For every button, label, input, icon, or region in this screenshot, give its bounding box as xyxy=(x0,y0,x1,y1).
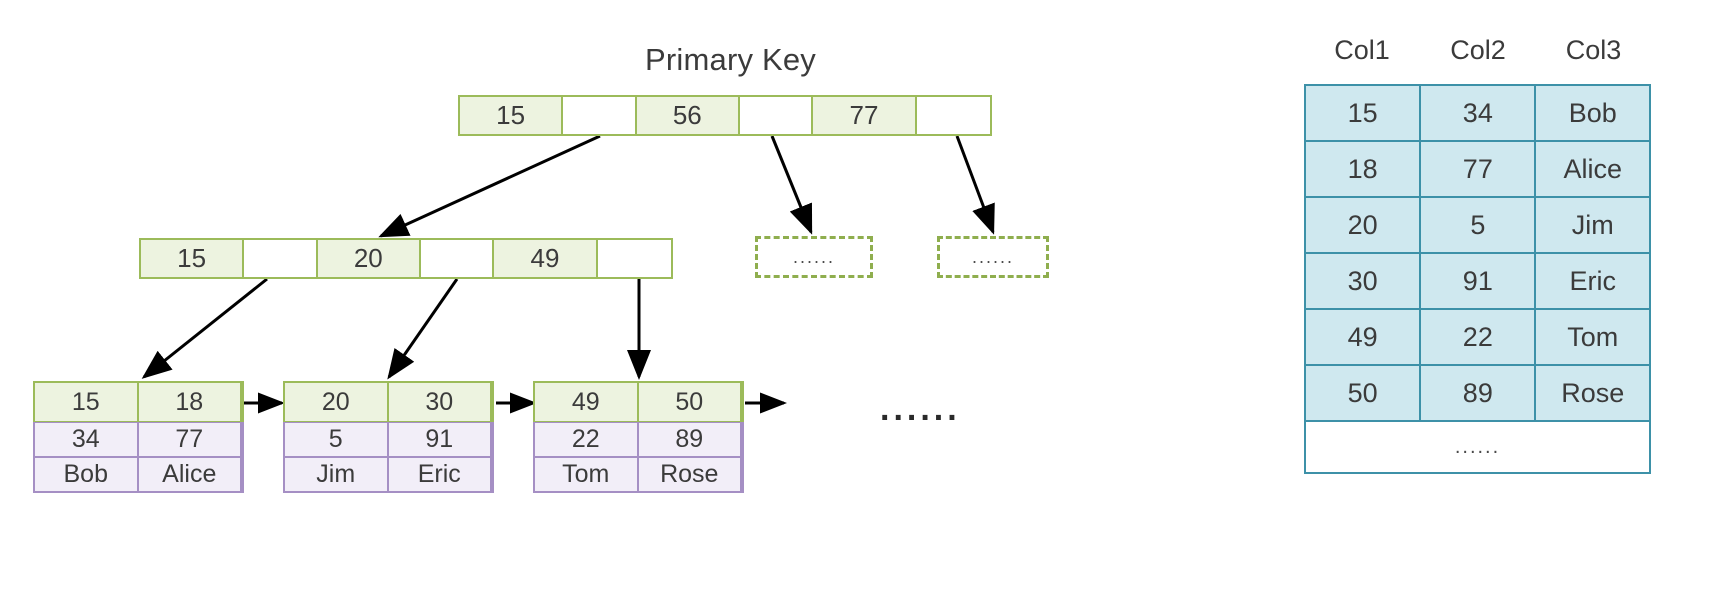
root-cell-ptr-1[interactable] xyxy=(739,97,814,134)
leaf-2-col3-0[interactable]: Jim xyxy=(285,458,389,491)
table-cell-col1[interactable]: 20 xyxy=(1303,196,1422,254)
leaf-node-2[interactable]: 20 30 5 91 Jim Eric xyxy=(283,381,494,493)
table-cell-col1[interactable]: 18 xyxy=(1303,140,1422,198)
table-cell-col2[interactable]: 22 xyxy=(1419,308,1537,366)
table-cell-col3[interactable]: Tom xyxy=(1534,308,1651,366)
leaf-2-key-1[interactable]: 30 xyxy=(388,383,492,421)
arrow-root-to-placeholder-2 xyxy=(955,135,995,235)
leaf-2-key-row: 20 30 xyxy=(283,381,494,422)
leaf-3-col3-1[interactable]: Rose xyxy=(638,458,742,491)
table-cell-col3[interactable]: Alice xyxy=(1534,140,1651,198)
leaf-2-key-0[interactable]: 20 xyxy=(285,383,389,421)
placeholder-box-2[interactable]: ...... xyxy=(937,236,1049,278)
internal-cell-ptr-1[interactable] xyxy=(420,240,495,277)
table-cell-col1[interactable]: 15 xyxy=(1303,84,1422,142)
root-node[interactable]: 15 56 77 xyxy=(458,95,992,136)
internal-cell-key-0[interactable]: 15 xyxy=(141,240,245,277)
root-cell-ptr-0[interactable] xyxy=(563,97,637,134)
arrow-internal-to-leaf-2 xyxy=(387,278,459,380)
leaf-3-col3-0[interactable]: Tom xyxy=(535,458,639,491)
table-cell-col2[interactable]: 77 xyxy=(1419,140,1537,198)
leaf-3-col2-1[interactable]: 89 xyxy=(638,423,742,456)
records-table[interactable]: 15 34 Bob 18 77 Alice 20 5 Jim 30 91 Eri… xyxy=(1303,84,1651,474)
leaf-node-3[interactable]: 49 50 22 89 Tom Rose xyxy=(533,381,744,493)
table-continuation-cell: ...... xyxy=(1304,420,1651,474)
leaf-2-data-row-1: 5 91 xyxy=(283,422,494,457)
arrow-root-to-placeholder-1 xyxy=(770,135,813,235)
leaf-node-1[interactable]: 15 18 34 77 Bob Alice xyxy=(33,381,244,493)
internal-node[interactable]: 15 20 49 xyxy=(139,238,673,279)
leaf-3-key-1[interactable]: 50 xyxy=(638,383,742,421)
arrow-root-to-internal xyxy=(378,134,601,238)
leaf-1-col2-0[interactable]: 34 xyxy=(35,423,139,456)
root-cell-ptr-2[interactable] xyxy=(916,97,990,134)
leaf-1-data-row-2: Bob Alice xyxy=(33,457,244,493)
table-header-col3: Col3 xyxy=(1565,35,1622,65)
table-row[interactable]: 50 89 Rose xyxy=(1303,364,1651,422)
leaf-1-key-0[interactable]: 15 xyxy=(35,383,139,421)
leaf-1-col3-0[interactable]: Bob xyxy=(35,458,139,491)
table-cell-col3[interactable]: Bob xyxy=(1534,84,1651,142)
table-cell-col3[interactable]: Eric xyxy=(1534,252,1651,310)
leaf-3-col2-0[interactable]: 22 xyxy=(535,423,639,456)
table-cell-col2[interactable]: 34 xyxy=(1419,84,1537,142)
internal-cell-key-1[interactable]: 20 xyxy=(317,240,421,277)
table-cell-col1[interactable]: 50 xyxy=(1303,364,1422,422)
root-cell-key-0[interactable]: 15 xyxy=(460,97,564,134)
table-header-col2: Col2 xyxy=(1450,35,1506,65)
table-row[interactable]: 20 5 Jim xyxy=(1303,196,1651,254)
table-cell-col1[interactable]: 30 xyxy=(1303,252,1422,310)
table-row[interactable]: 15 34 Bob xyxy=(1303,84,1651,142)
internal-cell-ptr-2[interactable] xyxy=(597,240,671,277)
table-cell-col2[interactable]: 91 xyxy=(1419,252,1537,310)
primary-key-title: Primary Key xyxy=(645,42,817,77)
internal-cell-key-2[interactable]: 49 xyxy=(494,240,598,277)
leaf-3-data-row-2: Tom Rose xyxy=(533,457,744,493)
leaf-1-col2-1[interactable]: 77 xyxy=(138,423,242,456)
table-header-row: Col1 Col2 Col3 xyxy=(1304,35,1651,66)
table-cell-col3[interactable]: Jim xyxy=(1534,196,1651,254)
leaf-3-key-0[interactable]: 49 xyxy=(535,383,639,421)
internal-cell-ptr-0[interactable] xyxy=(244,240,318,277)
table-row[interactable]: 30 91 Eric xyxy=(1303,252,1651,310)
table-header-col1: Col1 xyxy=(1334,35,1390,65)
table-cell-col2[interactable]: 5 xyxy=(1419,196,1537,254)
arrow-internal-to-leaf-1 xyxy=(141,277,268,379)
root-cell-key-2[interactable]: 77 xyxy=(813,97,917,134)
leaf-3-key-row: 49 50 xyxy=(533,381,744,422)
placeholder-box-1[interactable]: ...... xyxy=(755,236,873,278)
leaf-1-key-1[interactable]: 18 xyxy=(138,383,242,421)
leaf-2-col2-1[interactable]: 91 xyxy=(388,423,492,456)
leaf-2-col3-1[interactable]: Eric xyxy=(388,458,492,491)
leaf-1-key-row: 15 18 xyxy=(33,381,244,422)
table-continuation-row: ...... xyxy=(1304,420,1651,474)
table-row[interactable]: 18 77 Alice xyxy=(1303,140,1651,198)
root-cell-key-1[interactable]: 56 xyxy=(636,97,740,134)
leaf-2-col2-0[interactable]: 5 xyxy=(285,423,389,456)
table-cell-col2[interactable]: 89 xyxy=(1419,364,1537,422)
table-cell-col3[interactable]: Rose xyxy=(1534,364,1651,422)
leaf-2-data-row-2: Jim Eric xyxy=(283,457,494,493)
leaf-1-col3-1[interactable]: Alice xyxy=(138,458,242,491)
leaf-chain-ellipsis: ...... xyxy=(880,390,961,428)
table-cell-col1[interactable]: 49 xyxy=(1303,308,1422,366)
table-row[interactable]: 49 22 Tom xyxy=(1303,308,1651,366)
leaf-3-data-row-1: 22 89 xyxy=(533,422,744,457)
leaf-1-data-row-1: 34 77 xyxy=(33,422,244,457)
